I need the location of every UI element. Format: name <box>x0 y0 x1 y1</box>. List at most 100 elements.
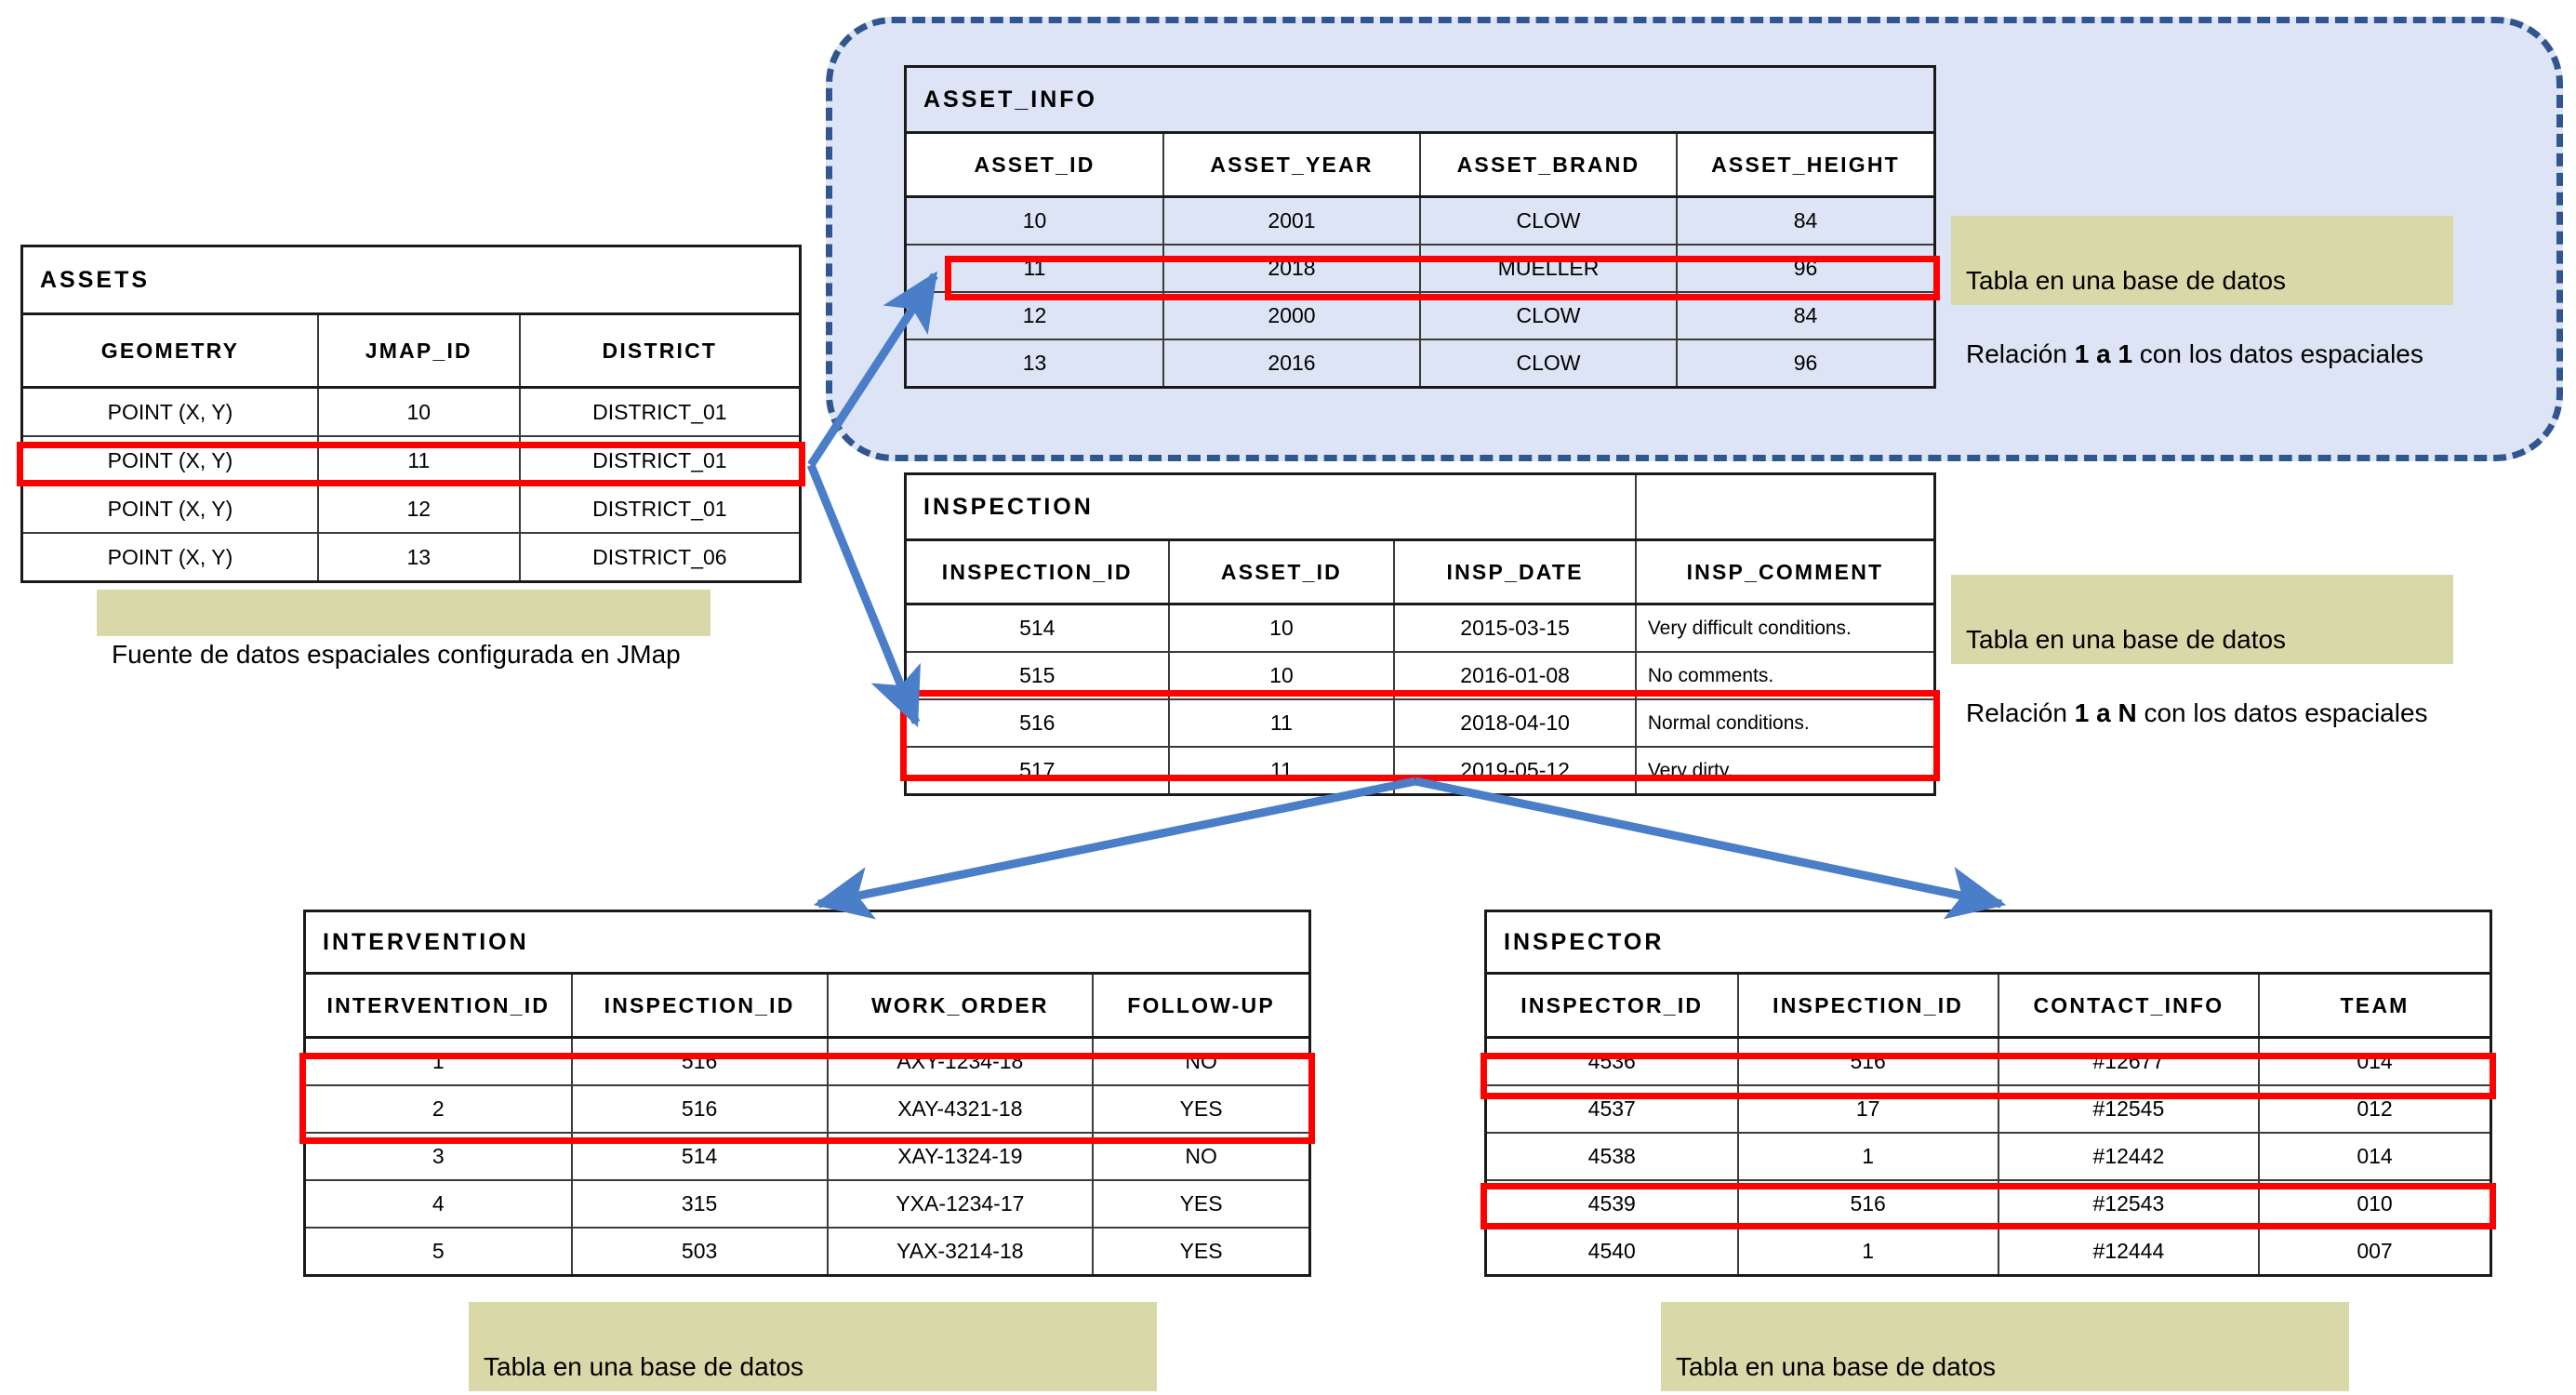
inspection-table-title: INSPECTION <box>907 475 1636 541</box>
asset-info-table-title: ASSET_INFO <box>907 68 1933 134</box>
table-row: 514 10 2015-03-15 Very difficult conditi… <box>907 603 1933 653</box>
table-row: 516 11 2018-04-10 Normal conditions. <box>907 698 1933 748</box>
intervention-cell: 516 <box>570 1036 829 1086</box>
inspector-cell: 516 <box>1736 1036 1999 1086</box>
table-row: 2 516 XAY-4321-18 YES <box>306 1084 1308 1134</box>
intervention-cell: YES <box>1092 1084 1308 1134</box>
arrow-assets-to-inspection <box>806 463 921 727</box>
assets-table: ASSETS GEOMETRY JMAP_ID DISTRICT POINT (… <box>20 245 802 583</box>
intervention-col-header: WORK_ORDER <box>826 973 1095 1039</box>
intervention-col-header: INTERVENTION_ID <box>306 973 573 1039</box>
asset-info-cell: CLOW <box>1419 339 1678 386</box>
inspector-cell: 007 <box>2258 1227 2490 1274</box>
inspection-cell: 11 <box>1167 698 1396 748</box>
inspector-cell: 010 <box>2258 1179 2490 1229</box>
inspector-col-header: CONTACT_INFO <box>1997 973 2261 1039</box>
assets-col-header: JMAP_ID <box>316 313 521 389</box>
intervention-caption-line1: Tabla en una base de datos <box>484 1351 804 1381</box>
intervention-cell: 503 <box>570 1227 829 1274</box>
asset-info-cell: 96 <box>1676 244 1933 293</box>
caption-bold: 1 a 1 <box>2074 339 2133 369</box>
intervention-table: INTERVENTION INTERVENTION_ID INSPECTION_… <box>303 910 1311 1277</box>
asset-info-col-header: ASSET_HEIGHT <box>1676 132 1933 198</box>
inspection-cell: 2015-03-15 <box>1393 603 1637 653</box>
inspector-caption-line1: Tabla en una base de datos <box>1676 1351 1997 1381</box>
inspection-col-header: ASSET_ID <box>1167 539 1396 605</box>
caption-pre: Relación <box>1966 698 2075 728</box>
asset-info-cell: 84 <box>1676 195 1933 246</box>
asset-info-cell: CLOW <box>1419 291 1678 340</box>
caption-pre: Relación <box>1966 339 2075 369</box>
assets-cell: 10 <box>316 386 521 437</box>
asset-info-col-header: ASSET_BRAND <box>1419 132 1678 198</box>
inspector-cell: #12677 <box>1997 1036 2261 1086</box>
inspector-col-header: TEAM <box>2258 973 2490 1039</box>
inspector-cell: 4540 <box>1487 1227 1739 1274</box>
inspection-col-header: INSP_COMMENT <box>1634 539 1933 605</box>
assets-cell: DISTRICT_01 <box>518 484 799 534</box>
asset-info-caption-line1: Tabla en una base de datos <box>1966 265 2287 295</box>
inspection-cell: 10 <box>1167 603 1396 653</box>
assets-caption: Fuente de datos espaciales configurada e… <box>97 590 710 669</box>
asset-info-cell: 12 <box>907 291 1164 340</box>
assets-cell: 13 <box>316 532 521 580</box>
intervention-cell: 3 <box>306 1132 573 1181</box>
intervention-cell: 516 <box>570 1084 829 1134</box>
inspection-caption: Tabla en una base de datos Relación 1 a … <box>1951 575 2453 727</box>
intervention-cell: 514 <box>570 1132 829 1181</box>
inspector-cell: 4536 <box>1487 1036 1739 1086</box>
caption-post: con los datos espaciales <box>2132 339 2423 369</box>
intervention-cell: 2 <box>306 1084 573 1134</box>
assets-col-header: GEOMETRY <box>23 313 319 389</box>
asset-info-cell: CLOW <box>1419 195 1678 246</box>
table-row: POINT (X, Y) 11 DISTRICT_01 <box>23 435 799 485</box>
arrow-inspection-to-inspector <box>1414 777 2007 920</box>
intervention-caption: Tabla en una base de datos Relación 1 a … <box>469 1302 1157 1391</box>
table-row: 4538 1 #12442 014 <box>1487 1132 2490 1181</box>
table-row: POINT (X, Y) 10 DISTRICT_01 <box>23 386 799 437</box>
inspection-cell: 517 <box>907 746 1170 793</box>
inspection-cell: No comments. <box>1634 651 1933 700</box>
inspection-table: INSPECTION INSPECTION_ID ASSET_ID INSP_D… <box>904 472 1936 796</box>
intervention-table-title: INTERVENTION <box>306 912 1308 975</box>
inspection-cell: 2018-04-10 <box>1393 698 1637 748</box>
asset-info-caption-line2: Relación 1 a 1 con los datos espaciales <box>1966 336 2438 373</box>
asset-info-cell: 11 <box>907 244 1164 293</box>
intervention-cell: YXA-1234-17 <box>826 1179 1095 1229</box>
asset-info-cell: 2000 <box>1162 291 1421 340</box>
intervention-cell: XAY-1324-19 <box>826 1132 1095 1181</box>
assets-caption-text: Fuente de datos espaciales configurada e… <box>112 639 681 669</box>
intervention-cell: 1 <box>306 1036 573 1086</box>
inspection-cell: 2016-01-08 <box>1393 651 1637 700</box>
inspector-cell: 012 <box>2258 1084 2490 1134</box>
inspection-caption-line2: Relación 1 a N con los datos espaciales <box>1966 695 2438 732</box>
table-row: 11 2018 MUELLER 96 <box>907 244 1933 293</box>
intervention-col-header: FOLLOW-UP <box>1092 973 1308 1039</box>
asset-info-col-header: ASSET_YEAR <box>1162 132 1421 198</box>
inspector-cell: 516 <box>1736 1179 1999 1229</box>
table-row: POINT (X, Y) 12 DISTRICT_01 <box>23 484 799 534</box>
inspector-table-title: INSPECTOR <box>1487 912 2490 975</box>
table-row: 515 10 2016-01-08 No comments. <box>907 651 1933 700</box>
inspection-cell: Very difficult conditions. <box>1634 603 1933 653</box>
inspector-cell: 4538 <box>1487 1132 1739 1181</box>
inspection-cell: 516 <box>907 698 1170 748</box>
intervention-cell: 4 <box>306 1179 573 1229</box>
inspector-cell: 1 <box>1736 1132 1999 1181</box>
assets-cell: 11 <box>316 435 521 485</box>
inspection-cell: 514 <box>907 603 1170 653</box>
inspection-cell: Normal conditions. <box>1634 698 1933 748</box>
table-row: 3 514 XAY-1324-19 NO <box>306 1132 1308 1181</box>
inspector-cell: 014 <box>2258 1132 2490 1181</box>
intervention-cell: 315 <box>570 1179 829 1229</box>
intervention-cell: AXY-1234-18 <box>826 1036 1095 1086</box>
inspector-cell: #12543 <box>1997 1179 2261 1229</box>
intervention-cell: NO <box>1092 1132 1308 1181</box>
assets-cell: DISTRICT_01 <box>518 386 799 437</box>
inspection-cell: 11 <box>1167 746 1396 793</box>
inspector-cell: 014 <box>2258 1036 2490 1086</box>
inspector-cell: #12545 <box>1997 1084 2261 1134</box>
table-row: 12 2000 CLOW 84 <box>907 291 1933 340</box>
intervention-cell: YAX-3214-18 <box>826 1227 1095 1274</box>
